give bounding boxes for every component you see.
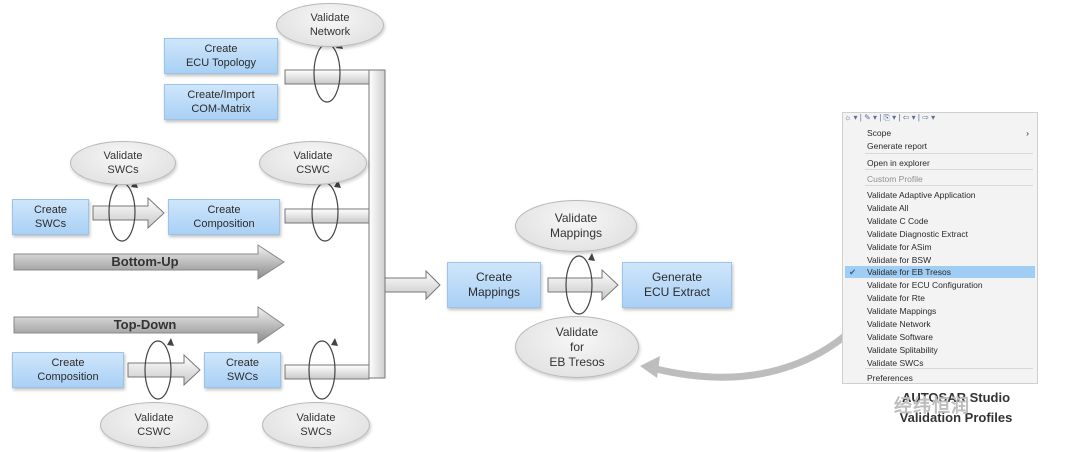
menu-item[interactable]: Validate for EB Tresos — [867, 267, 951, 277]
menu-item[interactable]: Generate report — [867, 141, 928, 151]
menu-item[interactable]: Validate Mappings — [867, 306, 937, 316]
menu-item[interactable]: Validate for ECU Configuration — [867, 280, 983, 290]
validate-cswc-bottom-ellipse: Validate CSWC — [100, 402, 208, 448]
create-composition-bottom-box: Create Composition — [12, 352, 124, 388]
watermark-text: 经纬恒润 — [894, 396, 970, 416]
loop-arrowhead-cswc-bottom — [167, 338, 174, 346]
menu-item[interactable]: Open in explorer — [867, 158, 930, 168]
top-down-label: Top-Down — [113, 317, 177, 332]
validate-swcs-top-ellipse: Validate SWCs — [70, 141, 176, 185]
caption-line2: Validation Profiles — [899, 410, 1013, 425]
menu-item[interactable]: Validate SWCs — [867, 358, 924, 368]
create-com-matrix-box: Create/Import COM-Matrix — [164, 84, 278, 120]
generate-ecu-extract-box: Generate ECU Extract — [622, 262, 732, 308]
menu-item[interactable]: Validate All — [867, 203, 909, 213]
validate-eb-tresos-ellipse: Validate for EB Tresos — [515, 316, 639, 378]
menu-item[interactable]: Validate Splitability — [867, 345, 938, 355]
validate-mappings-ellipse: Validate Mappings — [515, 200, 637, 252]
create-swcs-top-box: Create SWCs — [12, 199, 89, 235]
validate-cswc-top-ellipse: Validate CSWC — [259, 141, 367, 185]
menu-to-ebtresos-curve-arrowhead — [640, 356, 660, 378]
menu-item[interactable]: Validate for ASim — [867, 242, 932, 252]
menu-toolbar[interactable]: ☼ ▾ | ✎ ▾ | ⎘ ▾ | ⇦ ▾ | ⇨ ▾ — [844, 113, 936, 122]
bus-to-mappings-arrow — [384, 269, 441, 301]
top-down-bar — [13, 306, 285, 344]
bottom-up-bar — [13, 244, 285, 280]
caption-line1: AUTOSAR Studio — [901, 390, 1011, 405]
menu-item[interactable]: Validate Diagnostic Extract — [867, 229, 968, 239]
menu-caption: AUTOSAR Studio Validation Profiles — [866, 388, 1046, 428]
validate-swcs-bottom-ellipse: Validate SWCs — [262, 402, 370, 448]
menu-separator — [865, 368, 1033, 369]
bottom-up-label: Bottom-Up — [111, 254, 179, 269]
submenu-chevron-icon: › — [1026, 128, 1029, 138]
loop-arrowhead-cswc-top — [334, 180, 341, 188]
menu-separator — [865, 169, 1033, 170]
menu-item[interactable]: Scope — [867, 128, 892, 138]
loop-arrowhead-swcs-bottom — [331, 338, 338, 346]
loop-swcs-bottom — [308, 340, 336, 400]
menu-separator — [865, 185, 1033, 186]
loop-cswc-bottom — [144, 340, 172, 400]
menu-item[interactable]: Validate for BSW — [867, 255, 932, 265]
mappings-to-extract-arrow — [547, 268, 619, 302]
menu-item[interactable]: Validate for Rte — [867, 293, 925, 303]
validate-network-ellipse: Validate Network — [276, 3, 384, 47]
create-mappings-box: Create Mappings — [447, 262, 541, 308]
create-swcs-bottom-box: Create SWCs — [204, 352, 281, 388]
create-ecu-topology-box: Create ECU Topology — [164, 38, 278, 74]
feeder-arrow-composition-top — [284, 208, 370, 224]
loop-mappings — [565, 255, 593, 315]
feeder-arrow-ecu-topology — [284, 69, 370, 85]
menu-item[interactable]: Validate Software — [867, 332, 933, 342]
composition-to-swcs-arrow — [127, 353, 201, 387]
create-composition-top-box: Create Composition — [168, 199, 280, 235]
menu-separator — [865, 153, 1033, 154]
checkmark-icon: ✔ — [849, 267, 857, 277]
menu-item[interactable]: Validate C Code — [867, 216, 929, 226]
menu-item: Custom Profile — [867, 174, 923, 184]
swcs-to-composition-arrow — [92, 196, 165, 230]
menu-item[interactable]: Preferences — [867, 373, 913, 383]
loop-arrowhead-mappings — [588, 253, 595, 261]
menu-selection-highlight — [845, 266, 1035, 278]
collector-bus-bar — [368, 69, 386, 379]
menu-item[interactable]: Validate Adaptive Application — [867, 190, 976, 200]
feeder-arrow-swcs-bottom — [284, 364, 370, 380]
menu-item[interactable]: Validate Network — [867, 319, 931, 329]
